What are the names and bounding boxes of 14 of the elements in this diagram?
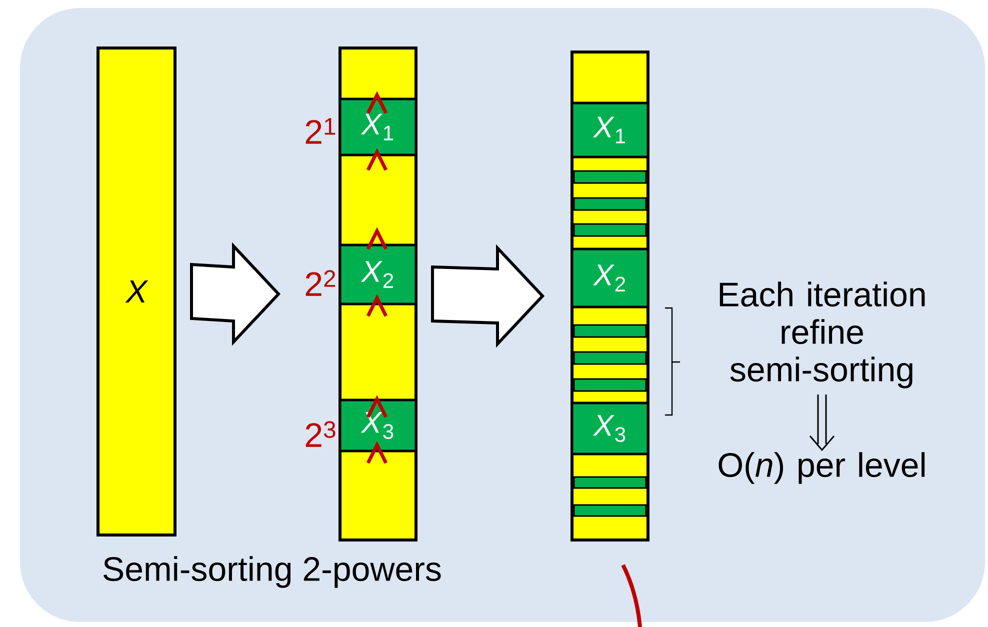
power-label: 2$^{3}$ xyxy=(306,421,336,447)
block-arrow xyxy=(190,242,281,346)
block-arrow xyxy=(431,244,545,348)
array-segment: X$_{3}$ xyxy=(570,402,650,456)
power-label: 2$^{1}$ xyxy=(306,118,336,144)
array-segment: X$_{2}$ xyxy=(570,248,650,308)
power-label: 2$^{2}$ xyxy=(306,270,336,296)
array-segment: X$_{1}$ xyxy=(338,98,418,156)
array-segment: X$_{1}$ xyxy=(570,102,650,158)
note-text: O(n) per level xyxy=(718,452,925,484)
double-arrow xyxy=(809,394,835,452)
note-text: Each iteration refine semi-sorting xyxy=(720,282,925,388)
array-segment: X$_{2}$ xyxy=(338,244,418,306)
array-column: X xyxy=(96,46,176,536)
